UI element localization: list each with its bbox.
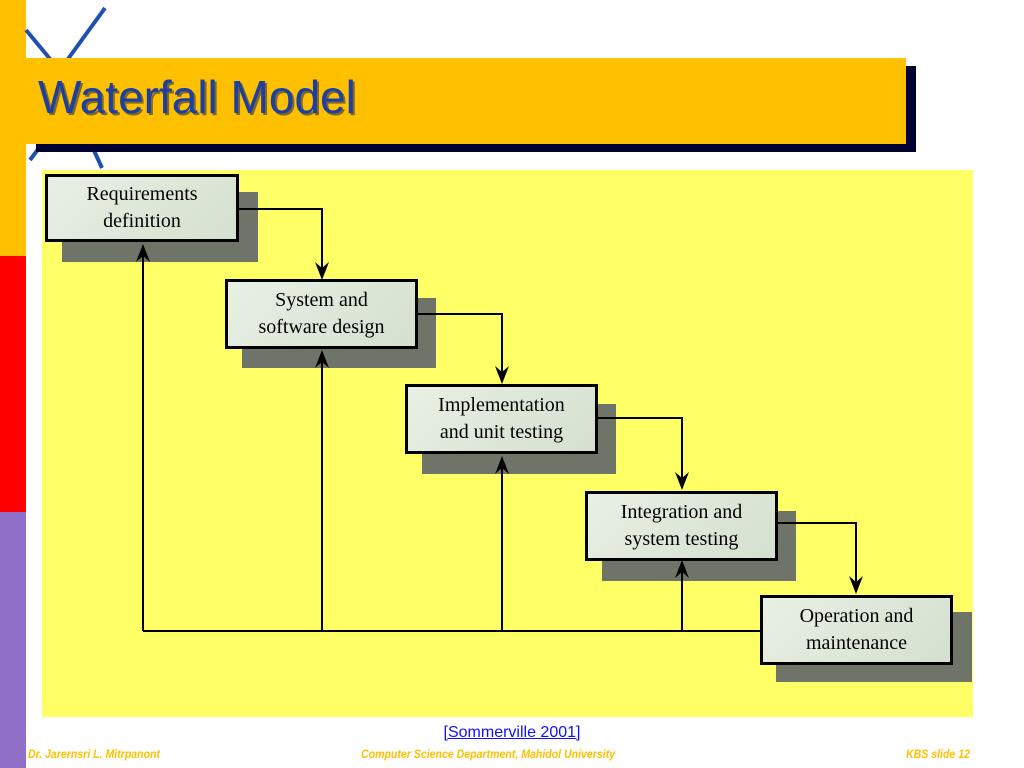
node-requirements-definition: Requirements definition (45, 174, 239, 242)
node-label-line1: Operation and (799, 605, 914, 627)
node-implementation-unit-testing: Implementation and unit testing (405, 384, 598, 454)
citation: [Sommerville 2001] (0, 724, 1024, 742)
node-system-software-design: System and software design (225, 279, 418, 349)
footer-department: Computer Science Department, Mahidol Uni… (361, 747, 616, 761)
left-accent-bar-orange (0, 0, 26, 256)
title-banner (26, 58, 906, 144)
node-label-line2: software design (258, 316, 385, 338)
node-label-line2: system testing (624, 528, 739, 550)
node-label-line1: Implementation (438, 394, 565, 416)
footer-slide-number: KBS slide 12 (906, 747, 970, 761)
node-operation-maintenance: Operation and maintenance (760, 595, 953, 665)
left-accent-bar-red (0, 256, 26, 512)
node-label-line2: definition (103, 210, 181, 232)
node-label-line2: maintenance (805, 632, 908, 654)
node-label-line1: Requirements (86, 183, 198, 205)
node-integration-system-testing: Integration and system testing (585, 491, 778, 561)
footer-author: Dr. Jarernsri L. Mitrpanont (28, 747, 161, 761)
citation-link[interactable]: [Sommerville 2001] (443, 724, 581, 741)
slide-title: Waterfall Model (38, 71, 356, 123)
node-label-line1: System and (275, 289, 368, 311)
left-accent-bar-purple (0, 512, 26, 768)
node-label-line1: Integration and (620, 501, 743, 523)
node-label-line2: and unit testing (439, 421, 564, 443)
